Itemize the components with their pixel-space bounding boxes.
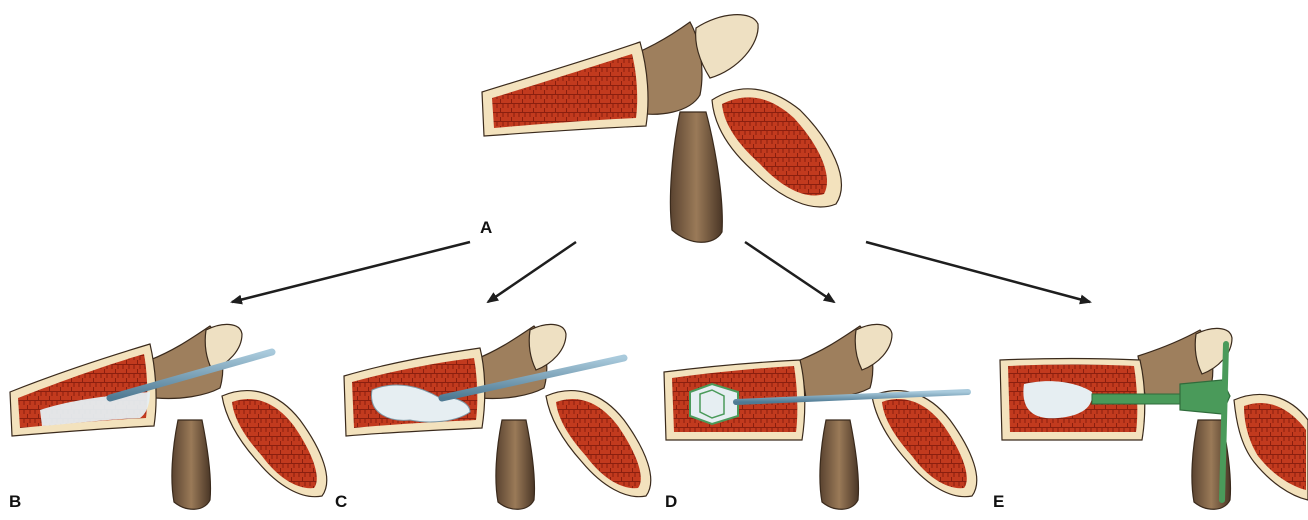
panel-label-c: C xyxy=(335,492,347,512)
arrow-icon xyxy=(866,242,1090,302)
arrow-icon xyxy=(488,242,576,302)
panel-a-vertebra xyxy=(482,15,841,243)
arrows xyxy=(232,242,1090,302)
panel-c-vertebra xyxy=(344,324,651,509)
panel-label-e: E xyxy=(993,492,1004,512)
arrow-icon xyxy=(745,242,834,302)
panel-label-b: B xyxy=(9,492,21,512)
panel-label-a: A xyxy=(480,218,492,238)
arrow-icon xyxy=(232,242,470,302)
panel-d-vertebra xyxy=(664,324,977,509)
panel-label-d: D xyxy=(665,492,677,512)
panel-e-vertebra xyxy=(1000,328,1308,509)
panel-b-vertebra xyxy=(10,324,327,509)
